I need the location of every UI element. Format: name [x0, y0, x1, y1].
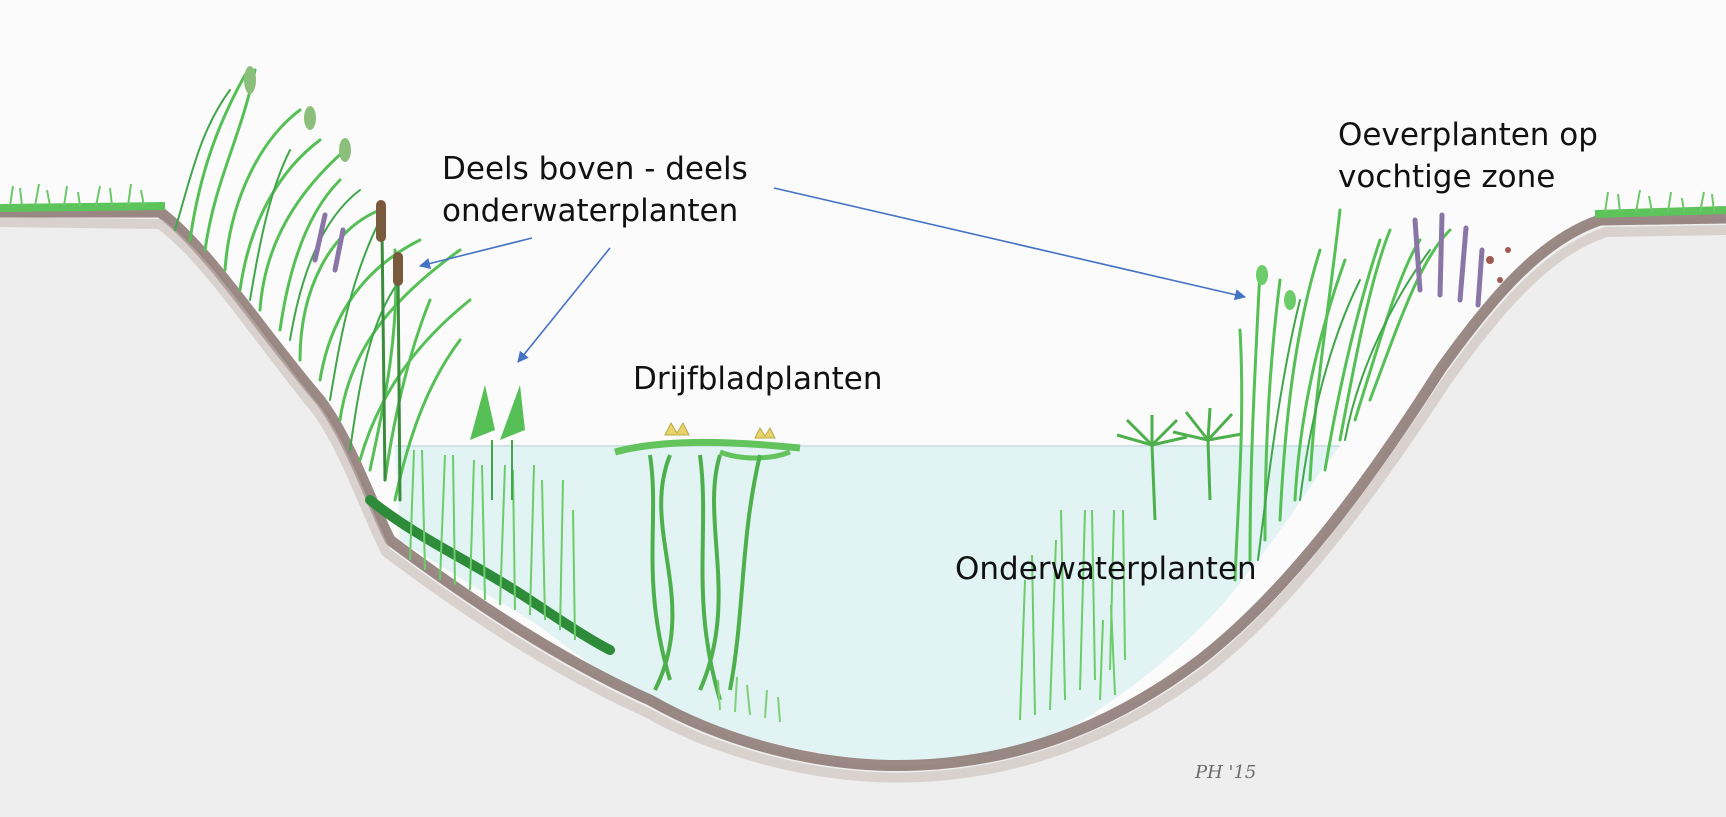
label-drijfbladplanten: Drijfbladplanten: [633, 358, 883, 400]
arrow-to-left-reeds: [420, 238, 532, 266]
label-onderwaterplanten: Onderwaterplanten: [955, 548, 1257, 590]
label-oever-line2: vochtige zone: [1338, 156, 1598, 198]
label-deels-line1: Deels boven - deels: [442, 148, 748, 190]
label-oever-line1: Oeverplanten op: [1338, 114, 1598, 156]
arrow-to-arrowhead-plant: [518, 248, 610, 362]
label-deels-boven-deels-onderwaterplanten: Deels boven - deels onderwaterplanten: [442, 148, 748, 232]
left-bank-grass: [0, 206, 165, 208]
right-bank-grass: [1595, 210, 1726, 214]
label-deels-line2: onderwaterplanten: [442, 190, 748, 232]
arrow-to-right-reeds: [774, 188, 1245, 297]
label-oeverplanten: Oeverplanten op vochtige zone: [1338, 114, 1598, 198]
artist-signature: PH '15: [1194, 762, 1256, 783]
